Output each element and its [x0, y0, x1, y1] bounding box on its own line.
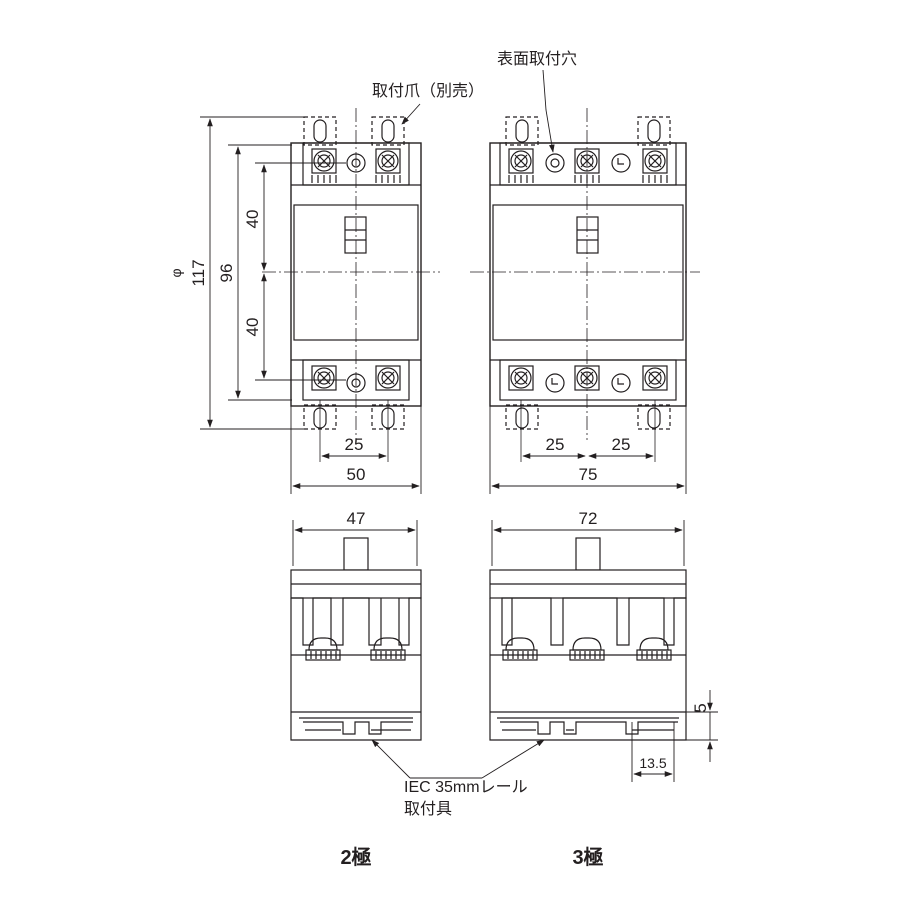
- dim-phi-symbol: φ: [168, 268, 184, 277]
- din-rail-label-line2: 取付具: [404, 800, 452, 818]
- rail-bracket-leaders: [371, 739, 545, 779]
- two-pole-side-dimension: [292, 520, 418, 566]
- two-pole-side-view: [290, 537, 422, 741]
- terminal-screw-icon: [375, 148, 401, 174]
- three-pole-side-view: [489, 537, 687, 741]
- dim-three-pole-75: 75: [579, 465, 598, 484]
- dim-two-pole-40-lower: 40: [243, 318, 262, 337]
- mounting-hole-icon: [611, 153, 631, 173]
- dim-three-pole-72: 72: [579, 509, 598, 528]
- terminal-screw-icon: [375, 365, 401, 391]
- terminal-saddle-icon: [636, 637, 672, 661]
- dim-two-pole-50: 50: [347, 465, 366, 484]
- mounting-claw-label: 取付爪（別売）: [372, 82, 484, 100]
- caption-three-pole: 3極: [572, 845, 603, 869]
- mounting-claw-outline: [505, 116, 671, 430]
- mounting-hole-icon: [545, 373, 565, 393]
- terminal-screw-icon: [508, 148, 534, 174]
- three-pole-front-view: [470, 108, 700, 462]
- three-pole-side-dimensions: [491, 520, 718, 782]
- terminal-screw-icon: [311, 148, 337, 174]
- mounting-hole-icon: [611, 373, 631, 393]
- terminal-saddle-icon: [370, 637, 406, 661]
- surface-mount-hole-label: 表面取付穴: [497, 50, 577, 68]
- dim-two-pole-25: 25: [345, 435, 364, 454]
- three-pole-horizontal-dimensions: [489, 406, 687, 494]
- two-pole-front-view: [262, 108, 440, 462]
- terminal-screw-icon: [311, 365, 337, 391]
- dim-three-pole-25-right: 25: [612, 435, 631, 454]
- mounting-hole-icon: [545, 153, 565, 173]
- two-pole-vertical-dimensions: [200, 116, 346, 430]
- terminal-saddle-icon: [305, 637, 341, 661]
- dim-two-pole-96: 96: [217, 264, 236, 283]
- terminal-saddle-icon: [569, 637, 605, 661]
- dim-three-pole-25-left: 25: [546, 435, 565, 454]
- dim-three-pole-5: 5: [691, 703, 710, 712]
- two-pole-horizontal-dimensions: [290, 406, 422, 494]
- terminal-screw-icon: [642, 148, 668, 174]
- terminal-screw-icon: [642, 365, 668, 391]
- callout-leaders: [401, 69, 555, 153]
- terminal-saddle-icon: [502, 637, 538, 661]
- dim-two-pole-117: 117: [189, 259, 208, 286]
- caption-two-pole: 2極: [340, 845, 371, 869]
- dim-two-pole-47: 47: [347, 509, 366, 528]
- terminal-screw-icon: [508, 365, 534, 391]
- din-rail-label-line1: IEC 35mmレール: [404, 779, 528, 796]
- dim-two-pole-40-upper: 40: [243, 210, 262, 229]
- dim-three-pole-13-5: 13.5: [639, 755, 666, 771]
